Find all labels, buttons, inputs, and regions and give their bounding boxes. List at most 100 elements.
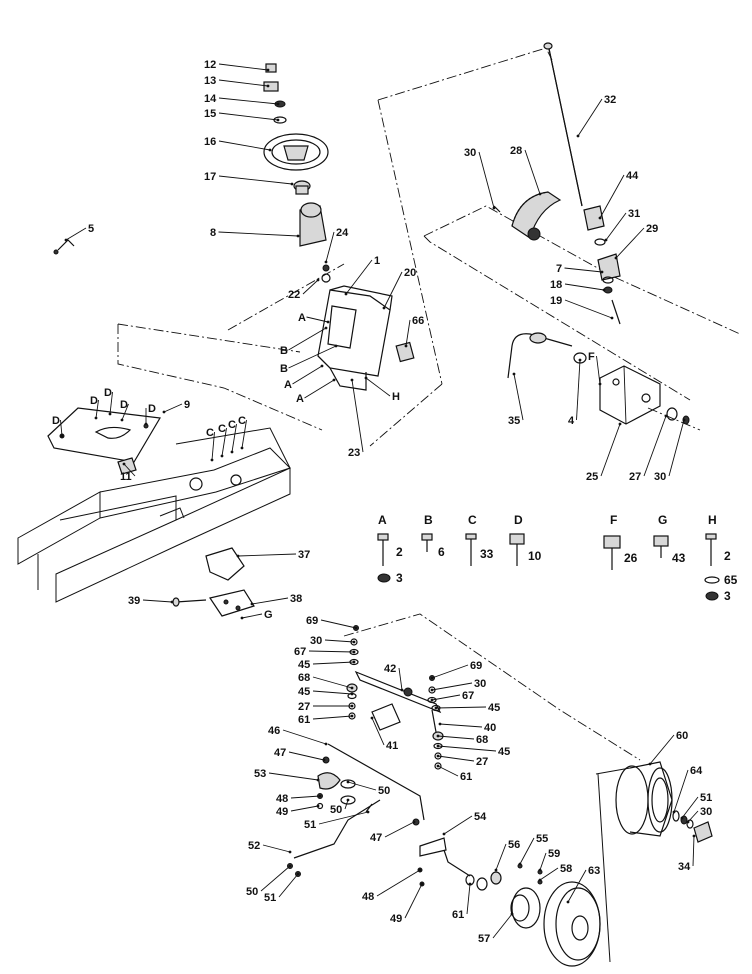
leader-tip-c37 bbox=[236, 554, 240, 558]
leader-tip-c17 bbox=[290, 182, 294, 186]
leader-tip-cC2 bbox=[220, 454, 224, 458]
leader-tip-c47a bbox=[322, 758, 326, 762]
leader-c45d bbox=[437, 745, 497, 752]
legend-qty-h-washer: 65 bbox=[724, 573, 738, 587]
leader-c34 bbox=[692, 835, 695, 867]
steering-adapter bbox=[293, 180, 311, 195]
leader-tip-c5 bbox=[64, 238, 68, 242]
leader-c37 bbox=[237, 553, 297, 557]
leader-tip-c30d bbox=[430, 688, 434, 692]
leader-tip-cD3 bbox=[108, 412, 112, 416]
callout-c68a: 68 bbox=[298, 672, 310, 684]
callout-c51c: 51 bbox=[700, 792, 712, 804]
callout-c15: 15 bbox=[204, 108, 216, 120]
leader-tip-c58 bbox=[538, 878, 542, 882]
washer-icon bbox=[273, 116, 287, 124]
leader-c58 bbox=[539, 867, 559, 881]
clip-5 bbox=[53, 239, 75, 255]
leader-c45b bbox=[312, 690, 353, 695]
callout-c58: 58 bbox=[560, 863, 572, 875]
callout-cD4: D bbox=[120, 399, 128, 411]
leader-tip-cC4 bbox=[240, 446, 244, 450]
legend-qty-a: 2 bbox=[396, 545, 403, 559]
leader-c69b bbox=[431, 664, 469, 679]
callout-c52: 52 bbox=[248, 840, 260, 852]
callout-c35: 35 bbox=[508, 415, 520, 427]
callout-c14: 14 bbox=[204, 93, 217, 105]
pedal-bracket bbox=[172, 547, 255, 617]
leader-tip-cG1 bbox=[240, 616, 244, 620]
callout-c28: 28 bbox=[510, 145, 522, 157]
callout-cD3: D bbox=[104, 387, 112, 399]
callout-c4: 4 bbox=[568, 415, 575, 427]
leader-tip-c16 bbox=[268, 148, 272, 152]
callout-c27b: 27 bbox=[298, 701, 310, 713]
legend-letter-h: H bbox=[708, 513, 717, 527]
callout-c42: 42 bbox=[384, 663, 396, 675]
leader-tip-c55 bbox=[518, 862, 522, 866]
leader-c44 bbox=[599, 174, 625, 219]
bolt-icon bbox=[421, 533, 433, 552]
leader-tip-c30c bbox=[352, 640, 356, 644]
callout-c53: 53 bbox=[254, 768, 266, 780]
callout-c30c: 30 bbox=[310, 635, 322, 647]
callout-c44: 44 bbox=[626, 170, 639, 182]
leader-tip-c61b bbox=[436, 764, 440, 768]
leader-c30e bbox=[687, 810, 699, 823]
leader-c23 bbox=[351, 379, 364, 453]
leader-cD3 bbox=[109, 391, 113, 415]
leader-tip-cA1 bbox=[326, 320, 330, 324]
callout-c30e: 30 bbox=[700, 806, 712, 818]
legend-qty-h: 2 bbox=[724, 549, 731, 563]
leader-tip-c30a bbox=[492, 206, 496, 210]
callout-c5: 5 bbox=[88, 223, 94, 235]
leader-tip-cH1 bbox=[364, 376, 368, 380]
pulley-57 bbox=[465, 863, 543, 929]
callout-c66: 66 bbox=[412, 315, 424, 327]
leader-tip-c45b bbox=[350, 692, 354, 696]
callout-c1: 1 bbox=[374, 255, 380, 267]
legend-qty-a-nut: 3 bbox=[396, 571, 403, 585]
leader-cC2 bbox=[221, 427, 227, 457]
callout-c46: 46 bbox=[268, 725, 280, 737]
assembly-outlines bbox=[117, 47, 741, 761]
sector-gear bbox=[493, 191, 562, 241]
leader-tip-c32 bbox=[576, 134, 580, 138]
callout-cB1: B bbox=[280, 345, 288, 357]
leader-c7 bbox=[564, 267, 603, 273]
leader-cA2 bbox=[292, 365, 323, 385]
leader-c51c bbox=[681, 796, 699, 819]
leader-tip-c19 bbox=[610, 316, 614, 320]
leader-c40 bbox=[439, 723, 483, 728]
insert-icon bbox=[263, 81, 279, 92]
leader-c38 bbox=[251, 597, 289, 605]
leader-tip-c30e bbox=[686, 820, 690, 824]
callout-cC4: C bbox=[238, 415, 246, 427]
callout-c45d: 45 bbox=[498, 746, 510, 758]
leader-c60 bbox=[649, 734, 675, 765]
leader-c13 bbox=[218, 79, 269, 87]
leader-tip-c57 bbox=[510, 912, 514, 916]
steering-bracket bbox=[599, 365, 690, 425]
leader-c16 bbox=[218, 140, 271, 151]
leader-tip-c47b bbox=[412, 820, 416, 824]
leader-c11 bbox=[123, 463, 136, 477]
callout-c69a: 69 bbox=[306, 615, 318, 627]
leader-c15 bbox=[218, 112, 279, 121]
leader-c45c bbox=[435, 706, 487, 709]
callout-c23: 23 bbox=[348, 447, 360, 459]
callout-c29: 29 bbox=[646, 223, 658, 235]
callout-c63: 63 bbox=[588, 865, 600, 877]
leader-c27c bbox=[437, 755, 475, 762]
callout-cA1: A bbox=[298, 312, 306, 324]
leader-c67b bbox=[431, 694, 461, 701]
legend-qty-c: 33 bbox=[480, 547, 494, 561]
leader-c28 bbox=[524, 149, 541, 195]
callout-c47a: 47 bbox=[274, 747, 286, 759]
callout-c32: 32 bbox=[604, 94, 616, 106]
leader-tip-c20 bbox=[382, 306, 386, 310]
leader-c48a bbox=[290, 795, 321, 799]
leader-tip-cB2 bbox=[334, 344, 338, 348]
leader-tip-c53 bbox=[316, 778, 320, 782]
leader-lines bbox=[60, 63, 699, 939]
